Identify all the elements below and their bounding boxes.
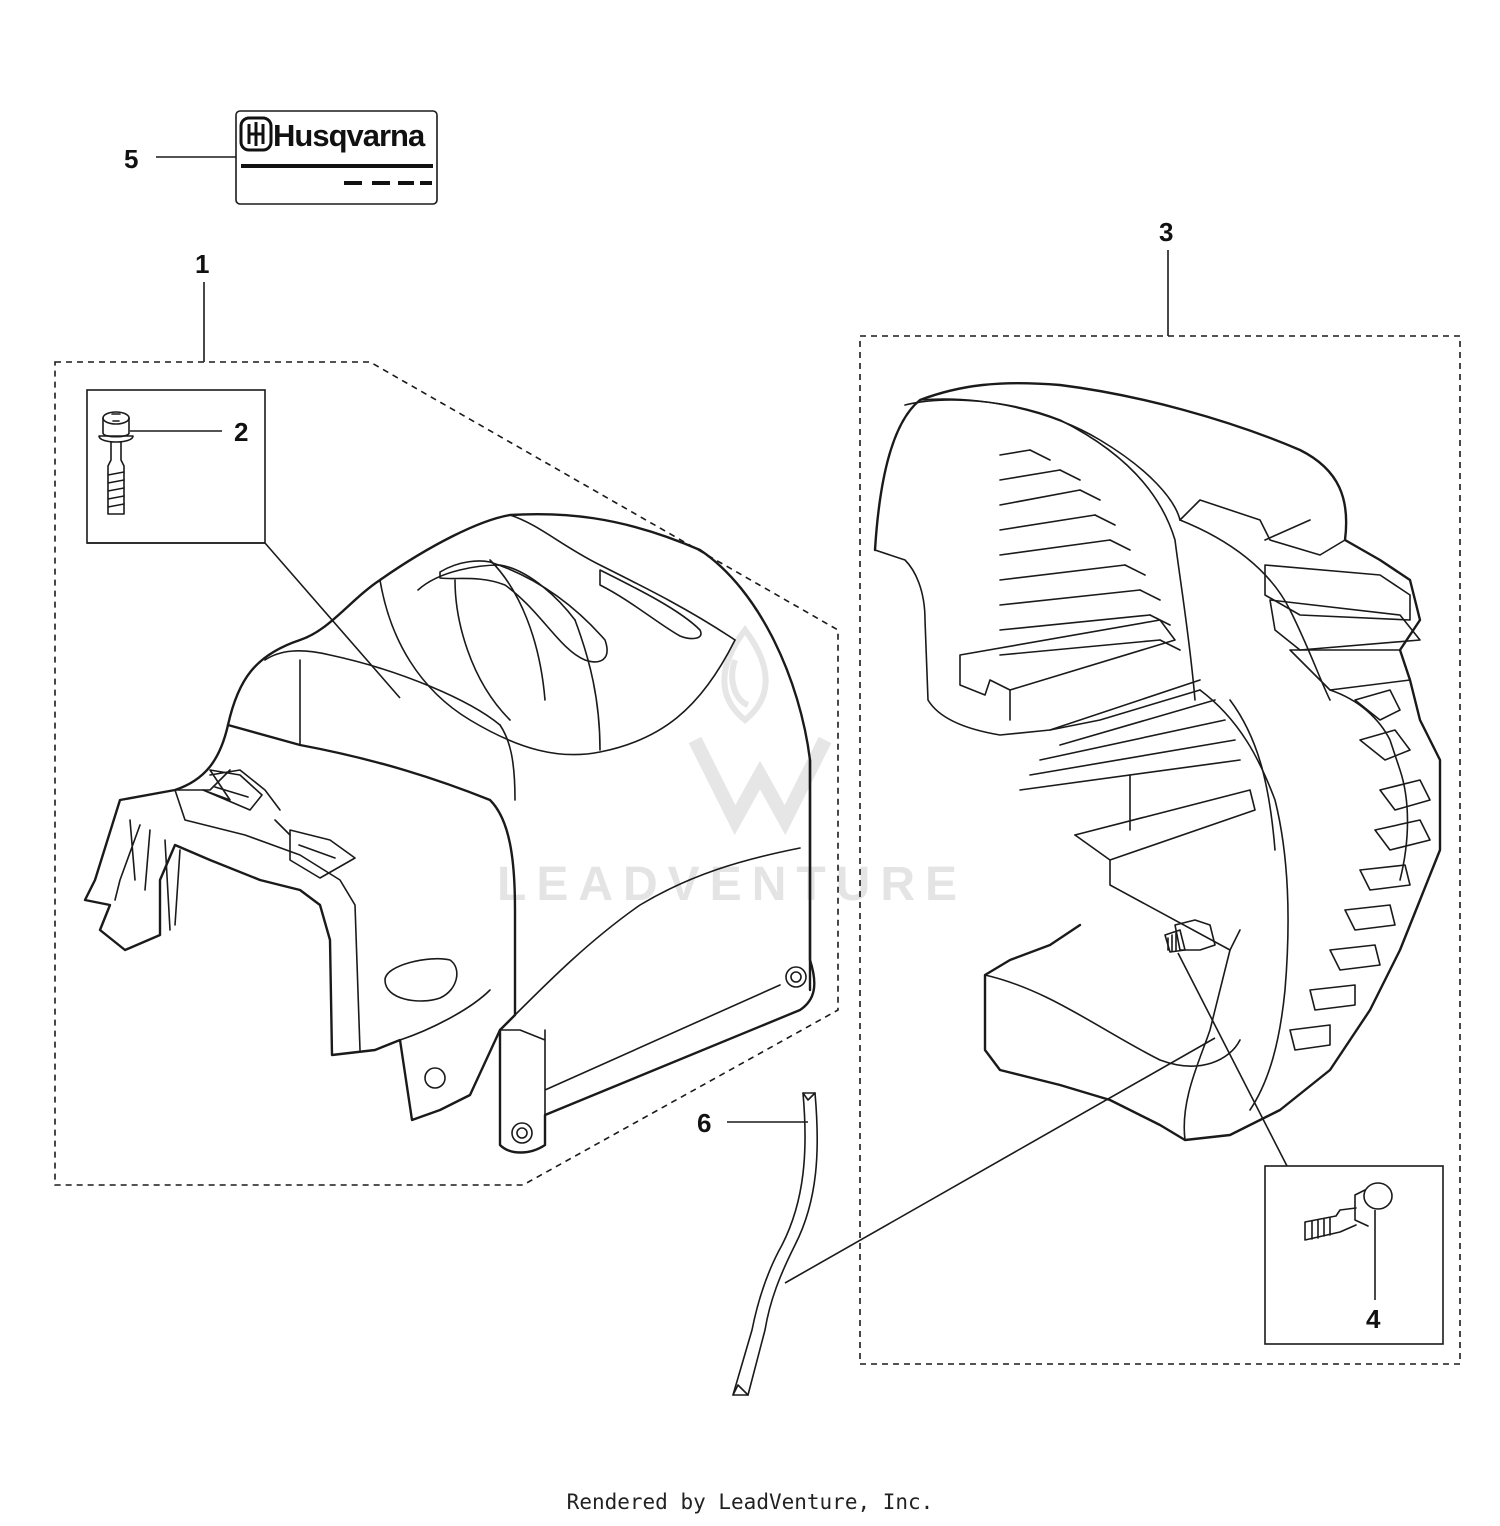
part-4-box [1264,1165,1444,1345]
leader-6-to-housing [784,1037,1216,1284]
leader-2-to-part [87,542,401,699]
part-3-fan-housing[interactable] [873,381,1442,1142]
part-1-cylinder-cover[interactable] [83,512,816,1154]
part-5-decal[interactable]: Husqvarna [235,110,438,205]
callout-4[interactable]: 4 [1366,1304,1381,1334]
kit-1-outline [54,361,839,1186]
husqvarna-logo-icon [239,116,273,152]
footer-credit: Rendered by LeadVenture, Inc. [566,1490,934,1514]
callout-5[interactable]: 5 [124,144,138,174]
part-4-screw[interactable] [1304,1182,1393,1241]
callout-3[interactable]: 3 [1159,217,1173,247]
decal-brand-text: Husqvarna [273,118,426,153]
callout-1[interactable]: 1 [195,249,209,279]
kit-3-outline [859,335,1461,1365]
part-6-seal-strip[interactable] [732,1092,819,1396]
part-2-screw[interactable] [98,411,134,515]
decal-rule [241,164,433,168]
leadventure-watermark: LEADVENTURE [497,624,967,911]
callout-2[interactable]: 2 [234,417,248,447]
leader-4-to-part [1177,952,1288,1167]
watermark-text: LEADVENTURE [497,858,967,911]
part-2-box [86,389,266,544]
callout-6[interactable]: 6 [697,1108,711,1138]
